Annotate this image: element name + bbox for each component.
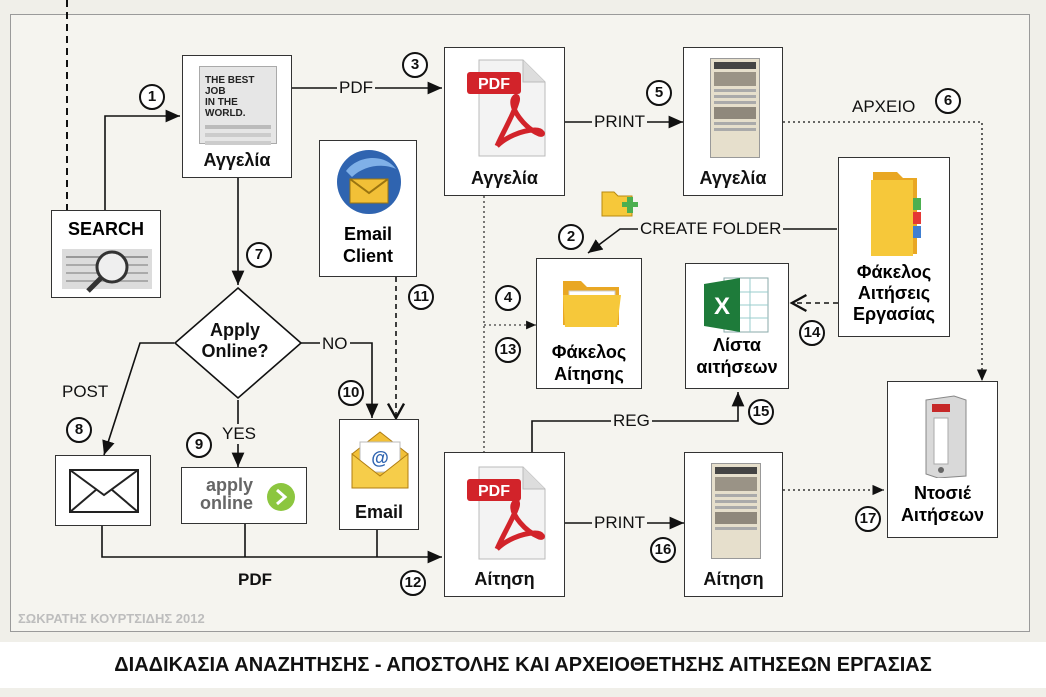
dossier-node: Ντοσιέ Αιτήσεων [887,381,998,538]
newspaper-icon: THE BEST JOB IN THE WORLD. [199,66,277,145]
newspaper-headline-1: THE BEST JOB [205,75,255,97]
ad-pdf-node: PDF Αγγελία [444,47,565,196]
apply-online-node: apply online [181,467,307,524]
ad-print-node: Αγγελία [683,47,783,196]
application-print-label: Αίτηση [703,569,764,589]
step-1: 1 [139,84,165,110]
dossier-label-2: Αιτήσεων [900,505,985,525]
ad-newspaper-node: THE BEST JOB IN THE WORLD. Αγγελία [182,55,292,178]
apply-online-decision: Apply Online? [185,320,285,362]
author-credit: ΣΩΚΡΑΤΗΣ ΚΟΥΡΤΣΙΔΗΣ 2012 [18,611,205,626]
decision-diamond [173,286,303,400]
email-envelope-icon: @ [351,431,409,489]
pdf-icon: PDF [467,59,546,157]
step-8: 8 [66,417,92,443]
application-pdf-label: Αίτηση [474,569,535,589]
printed-newspaper-icon [711,463,761,559]
edge-label-pdf-bottom: PDF [236,570,274,590]
post-envelope-node [55,455,151,526]
list-label-2: αιτήσεων [696,357,778,377]
edge-12 [101,526,442,564]
step-2: 2 [558,224,584,250]
step-17: 17 [855,506,881,532]
list-label-1: Λίστα [713,335,761,355]
newspaper-headline-2: IN THE WORLD. [205,97,246,119]
ad-print-label: Αγγελία [699,168,767,188]
edge-8 [102,342,174,456]
binder-icon [925,395,967,478]
step-13: 13 [495,337,521,363]
pdf-icon: PDF [467,466,546,560]
magnifier-newspaper-icon [62,249,152,293]
job-applications-folder-node: Φάκελος Αιτήσεις Εργασίας [838,157,950,337]
new-folder-icon [601,191,638,217]
svg-text:@: @ [371,448,389,468]
svg-text:PDF: PDF [478,76,510,93]
edge-label-print-top: PRINT [592,112,647,132]
email-client-label-1: Email [343,224,393,244]
step-16: 16 [650,537,676,563]
edge-label-archive: ΑΡΧΕΙΟ [850,97,918,117]
edge-1 [104,109,180,210]
job-folder-label-2: Αιτήσεις [857,283,931,303]
decision-label-1: Apply [209,320,260,340]
svg-text:PDF: PDF [478,483,510,500]
arrow-right-icon [267,483,295,511]
folder-icon [563,281,621,327]
edge-label-pdf-top: PDF [337,78,375,98]
step-15: 15 [748,399,774,425]
printed-newspaper-icon [710,58,760,158]
step-10: 10 [338,380,364,406]
email-node: @ Email [339,419,419,530]
email-client-node: Email Client [319,140,417,277]
svg-text:X: X [714,293,730,320]
search-node: SEARCH [51,210,161,298]
step-14: 14 [799,320,825,346]
application-pdf-node: PDF Αίτηση [444,452,565,597]
edge-label-post: POST [60,382,111,402]
decision-label-2: Online? [201,341,269,361]
step-5: 5 [646,80,672,106]
step-3: 3 [402,52,428,78]
edge-10 [300,342,379,418]
search-label: SEARCH [67,219,144,239]
document-folder-icon [871,172,921,256]
dossier-label-1: Ντοσιέ [914,483,971,503]
edge-label-yes: YES [220,424,259,444]
ad-newspaper-label: Αγγελία [203,150,271,170]
applications-list-node: X Λίστα αιτήσεων [685,263,789,389]
application-print-node: Αίτηση [684,452,783,597]
edge-label-create-folder: CREATE FOLDER [638,219,784,239]
envelope-icon [69,469,139,513]
apply-online-text-2: online [200,493,253,513]
application-folder-node: Φάκελος Αίτησης [536,258,642,389]
edge-label-print-bottom: PRINT [592,513,647,533]
edge-label-reg: REG [611,411,652,431]
application-folder-label-1: Φάκελος [551,342,627,362]
edge-label-no: NO [320,334,350,354]
thunderbird-icon [337,150,401,214]
job-folder-label-1: Φάκελος [856,262,932,282]
step-7: 7 [246,242,272,268]
excel-icon: X [704,277,769,333]
email-client-label-2: Client [342,246,393,266]
step-9: 9 [186,432,212,458]
email-label: Email [354,502,404,522]
ad-pdf-label: Αγγελία [471,168,538,188]
step-11: 11 [408,284,434,310]
job-folder-label-3: Εργασίας [853,304,935,324]
step-6: 6 [935,88,961,114]
edge-6 [783,121,988,381]
step-4: 4 [495,285,521,311]
diagram-title: ΔΙΑΔΙΚΑΣΙΑ ΑΝΑΖΗΤΗΣΗΣ - ΑΠΟΣΤΟΛΗΣ ΚΑΙ ΑΡ… [0,642,1046,688]
step-12: 12 [400,570,426,596]
application-folder-label-2: Αίτησης [554,364,624,384]
apply-online-text-1: apply [206,475,254,495]
